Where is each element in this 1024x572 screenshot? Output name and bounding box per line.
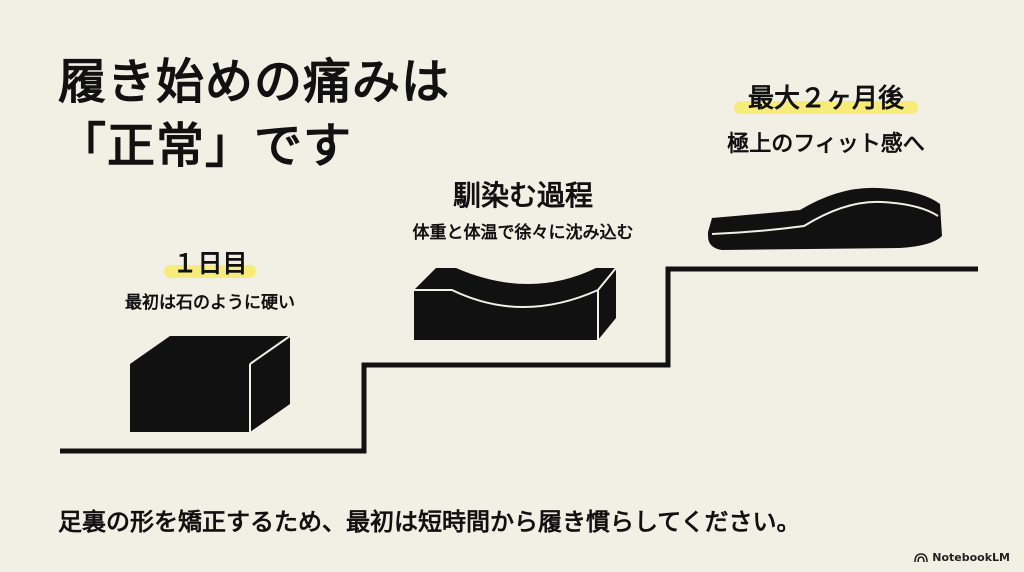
highlight-marker xyxy=(733,101,918,114)
stage-description: 体重と体温で徐々に沈み込む xyxy=(412,223,634,243)
insole-icon xyxy=(708,187,942,250)
stage-two-months: 最大２ヶ月後 極上のフィット感へ xyxy=(672,82,980,158)
notebooklm-logo-icon xyxy=(914,552,929,562)
brand-watermark: NotebookLM xyxy=(914,551,1010,564)
stage-description: 最初は石のように硬い xyxy=(125,293,295,313)
stage-day-one: １日目 最初は石のように硬い xyxy=(90,248,330,313)
stage-heading: 馴染む過程 xyxy=(452,179,593,212)
stage-breaking-in: 馴染む過程 体重と体温で徐々に沈み込む xyxy=(358,178,688,243)
stage-description: 極上のフィット感へ xyxy=(727,132,925,157)
page-title: 履き始めの痛みは 「正常」です xyxy=(58,50,450,178)
highlight-marker xyxy=(164,265,256,278)
page-title-line-2: 「正常」です xyxy=(58,118,353,174)
footer-note: 足裏の形を矯正するため、最初は短時間から履き慣らしてください。 xyxy=(58,508,801,536)
brand-name: NotebookLM xyxy=(932,551,1010,564)
hard-block-icon xyxy=(130,335,291,432)
staircase-line xyxy=(60,266,978,454)
stage-heading: １日目 xyxy=(164,248,256,280)
page-title-line-1: 履き始めの痛みは xyxy=(58,54,451,110)
curved-block-icon xyxy=(414,267,617,340)
stage-heading: 最大２ヶ月後 xyxy=(733,82,918,116)
